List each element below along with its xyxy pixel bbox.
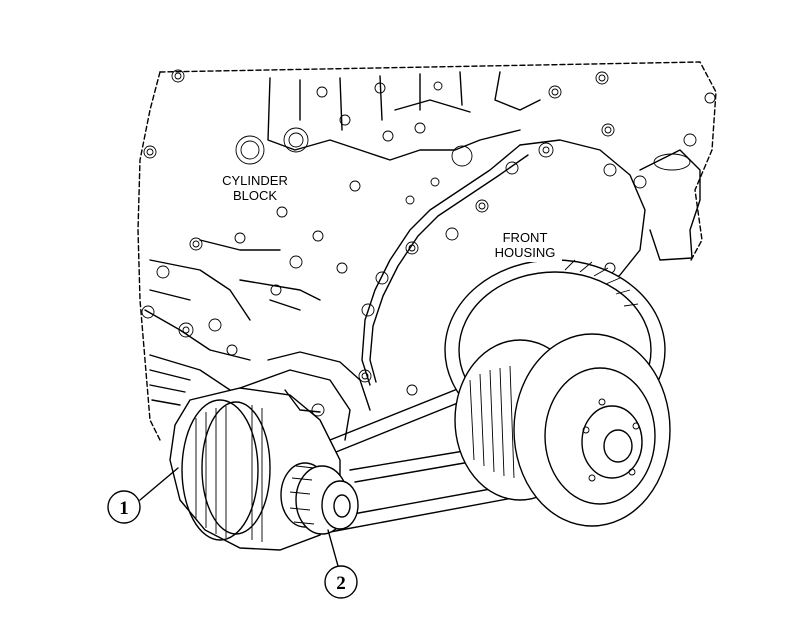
label-front-housing: FRONT HOUSING bbox=[490, 228, 562, 262]
label-front-housing-line1: FRONT bbox=[503, 230, 548, 245]
label-cylinder-block: CYLINDER BLOCK bbox=[222, 173, 288, 203]
label-cylinder-block-line2: BLOCK bbox=[233, 188, 277, 203]
cylinder-block bbox=[137, 61, 717, 441]
callout-2-number: 2 bbox=[336, 573, 346, 594]
callout-2: 2 bbox=[324, 529, 358, 599]
label-front-housing-line2: HOUSING bbox=[495, 245, 556, 260]
crankshaft-pulley bbox=[444, 259, 671, 527]
label-cylinder-block-line1: CYLINDER bbox=[222, 173, 288, 188]
callout-1-number: 1 bbox=[119, 498, 129, 519]
callout-1: 1 bbox=[107, 467, 179, 524]
alternator-pulley bbox=[280, 462, 359, 535]
